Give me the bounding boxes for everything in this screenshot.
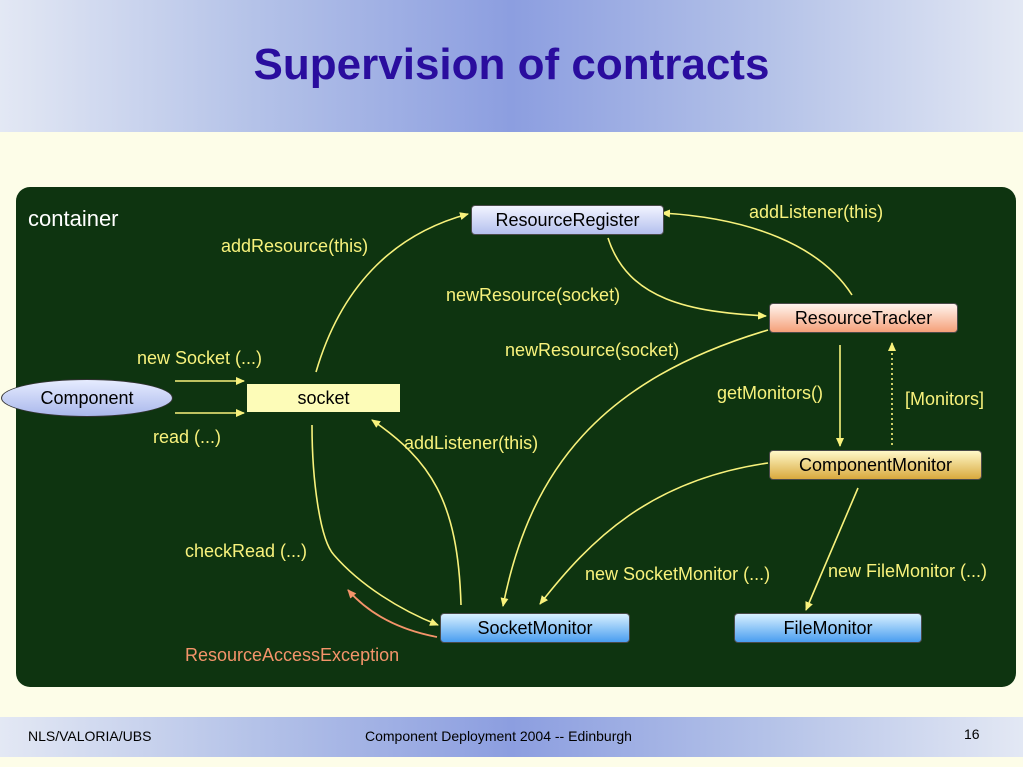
node-file-monitor-label: FileMonitor — [783, 617, 873, 638]
node-component-label: Component — [40, 387, 134, 408]
label-new-file-monitor: new FileMonitor (...) — [828, 561, 988, 581]
label-resource-access-exception: ResourceAccessException — [185, 645, 400, 665]
arrow-add-listener-register — [661, 209, 853, 296]
label-get-monitors: getMonitors() — [717, 383, 824, 403]
arrow-resource-access-exception — [347, 589, 438, 638]
container-label: container — [28, 206, 119, 231]
header-band — [0, 0, 1023, 132]
arrow-new-resource-2 — [500, 329, 769, 607]
label-add-listener-register: addListener(this) — [749, 202, 884, 222]
label-new-socket-monitor: new SocketMonitor (...) — [585, 564, 771, 584]
footer-center: Component Deployment 2004 -- Edinburgh — [365, 728, 632, 744]
node-resource-register-label: ResourceRegister — [495, 209, 640, 230]
node-component-monitor: ComponentMonitor — [769, 450, 982, 480]
node-socket-label: socket — [297, 387, 350, 408]
label-add-resource: addResource(this) — [221, 236, 369, 256]
node-resource-tracker-label: ResourceTracker — [794, 307, 933, 328]
node-resource-tracker: ResourceTracker — [769, 303, 958, 333]
slide-title: Supervision of contracts — [253, 40, 770, 89]
label-new-resource-2: newResource(socket) — [505, 340, 680, 360]
container-panel — [16, 187, 1016, 687]
label-new-resource-1: newResource(socket) — [446, 285, 621, 305]
footer-page-number: 16 — [964, 726, 980, 742]
label-new-socket: new Socket (...) — [137, 348, 263, 368]
node-resource-register: ResourceRegister — [471, 205, 664, 235]
arrow-add-resource — [315, 212, 469, 373]
arrow-check-read — [311, 424, 439, 626]
footer-left: NLS/VALORIA/UBS — [28, 728, 152, 744]
label-read: read (...) — [153, 427, 222, 447]
label-monitors: [Monitors] — [905, 389, 985, 409]
node-socket-monitor: SocketMonitor — [440, 613, 630, 643]
label-add-listener-socket: addListener(this) — [404, 433, 539, 453]
arrow-add-listener-socket — [371, 419, 462, 606]
node-file-monitor: FileMonitor — [734, 613, 922, 643]
node-component-monitor-label: ComponentMonitor — [798, 454, 953, 475]
node-socket-monitor-label: SocketMonitor — [477, 617, 593, 638]
node-component: Component — [1, 379, 173, 417]
footer-band — [0, 717, 1023, 757]
node-socket: socket — [247, 384, 400, 412]
arrow-new-resource-1 — [607, 237, 767, 320]
arrow-new-file-monitor — [805, 487, 859, 611]
arrow-new-socket-monitor — [539, 462, 769, 605]
label-check-read: checkRead (...) — [185, 541, 308, 561]
